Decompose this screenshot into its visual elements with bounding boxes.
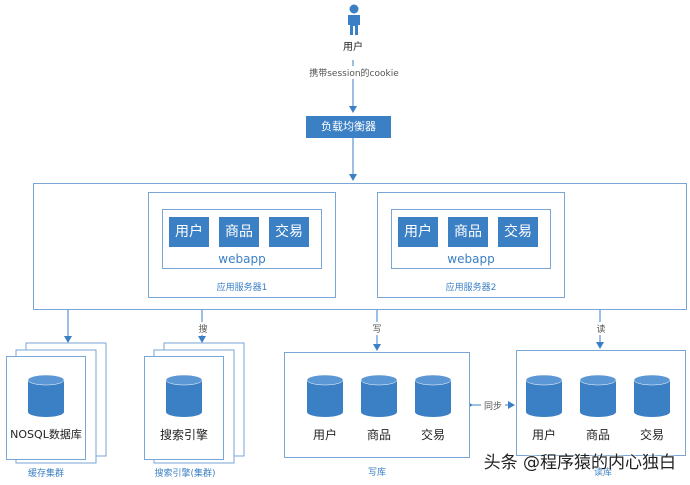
nosql-label: NOSQL数据库 <box>10 428 82 441</box>
edge-label-search: 搜 <box>196 322 210 335</box>
db-label: 交易 <box>420 428 445 442</box>
user-label: 用户 <box>343 42 363 53</box>
webapp-label: webapp <box>447 252 495 266</box>
database-icon <box>27 374 65 417</box>
module-trade: 交易 <box>498 217 538 247</box>
database-icon <box>414 374 452 417</box>
edge-label-sync: 同步 <box>481 399 505 412</box>
webapp-panel: 用户 商品 交易 webapp <box>162 209 322 269</box>
db-label: 商品 <box>585 428 610 442</box>
module-product: 商品 <box>448 217 488 247</box>
database-icon <box>165 374 203 417</box>
app-server-2: 用户 商品 交易 webapp 应用服务器2 <box>377 192 565 298</box>
webapp-panel: 用户 商品 交易 webapp <box>391 209 551 269</box>
db-label: 用户 <box>531 428 556 442</box>
db-label: 用户 <box>312 428 337 442</box>
edge-label-write: 写 <box>370 322 384 335</box>
load-balancer: 负载均衡器 <box>306 116 391 138</box>
database-icon <box>633 374 671 417</box>
db-label: 商品 <box>366 428 391 442</box>
search-engine-label: 搜索引擎 <box>159 428 208 442</box>
db-label: 交易 <box>639 428 664 442</box>
database-icon <box>306 374 344 417</box>
module-user: 用户 <box>169 217 209 247</box>
app-cluster <box>33 183 687 310</box>
database-icon <box>579 374 617 417</box>
nosql-caption: 缓存集群 <box>27 469 64 479</box>
app-server-1: 用户 商品 交易 webapp 应用服务器1 <box>148 192 336 298</box>
write-db-caption: 写库 <box>367 468 386 478</box>
read-db-caption: 读库 <box>593 468 612 478</box>
server-caption: 应用服务器2 <box>445 283 497 293</box>
database-icon <box>525 374 563 417</box>
watermark: 头条 @程序猿的内心独白 <box>483 453 676 473</box>
server-caption: 应用服务器1 <box>216 283 268 293</box>
module-trade: 交易 <box>269 217 309 247</box>
database-icon <box>360 374 398 417</box>
module-user: 用户 <box>398 217 438 247</box>
user-icon <box>348 4 360 35</box>
search-engine-caption: 搜索引擎(集群) <box>154 469 216 479</box>
webapp-label: webapp <box>218 252 266 266</box>
load-balancer-label: 负载均衡器 <box>321 120 376 133</box>
module-product: 商品 <box>219 217 259 247</box>
cookie-note: 携带session的cookie <box>294 66 414 79</box>
edge-label-read: 读 <box>594 322 608 335</box>
